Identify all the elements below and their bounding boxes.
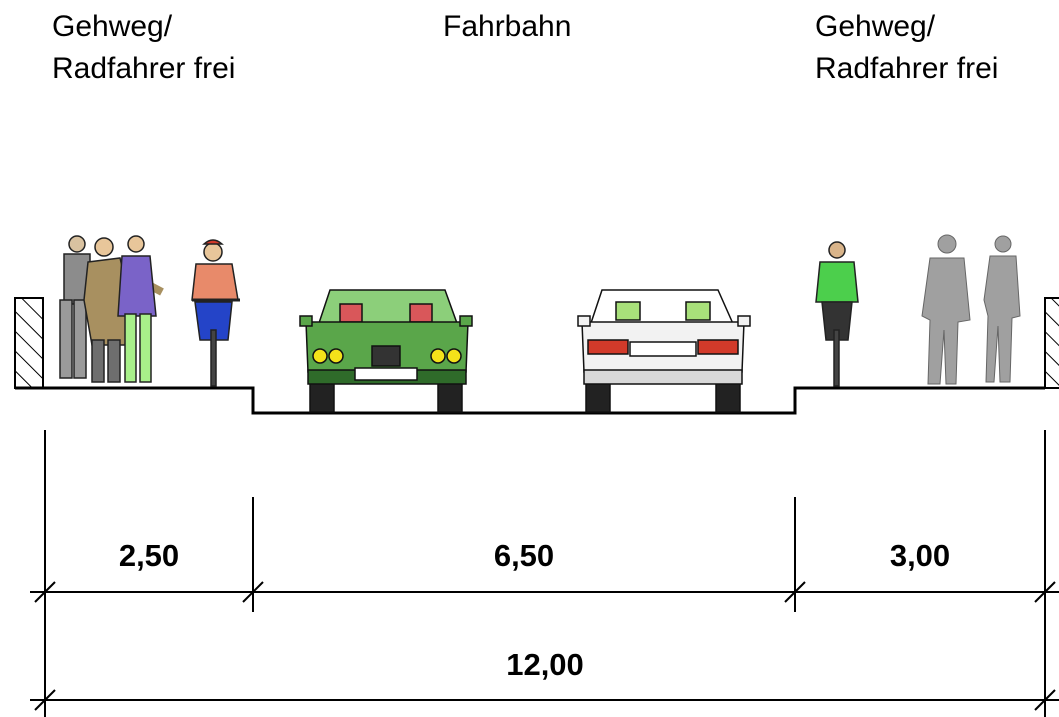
green-car	[299, 289, 473, 413]
right-walk-label-line2: Radfahrer frei	[815, 52, 999, 85]
dimension-total: 12,00	[506, 647, 584, 682]
cyclist-right	[815, 241, 859, 387]
right-walk-label-line1: Gehweg/	[815, 10, 936, 43]
road-label: Fahrbahn	[443, 10, 572, 43]
dimension-left-sidewalk: 2,50	[118, 538, 180, 573]
dimension-right-sidewalk: 3,00	[889, 538, 951, 573]
left-walk-label-line1: Gehweg/	[52, 10, 173, 43]
left-walk-label-line2: Radfahrer frei	[52, 52, 236, 85]
dimension-roadway: 6,50	[493, 538, 555, 573]
pedestrian-group-left	[59, 235, 164, 383]
cyclist-left	[191, 239, 240, 387]
white-car	[577, 289, 751, 413]
left-wall	[14, 297, 44, 389]
dimension-ticks	[34, 581, 1056, 711]
ground-profile	[15, 386, 1045, 415]
dimension-lines	[30, 591, 1059, 701]
pedestrian-silhouettes-right	[921, 234, 1021, 385]
right-wall	[1044, 297, 1059, 389]
